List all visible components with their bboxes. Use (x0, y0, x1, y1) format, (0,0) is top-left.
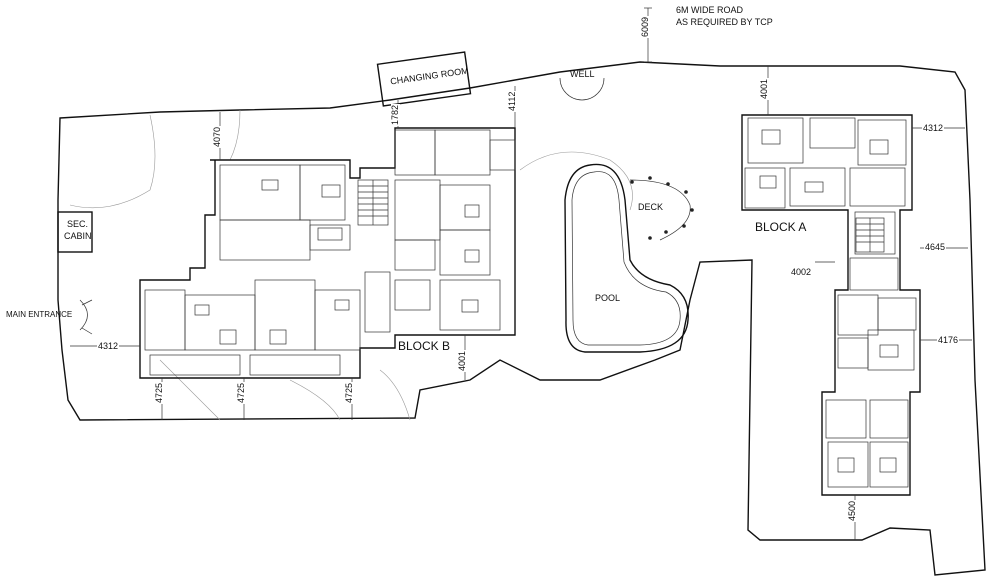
road-label-line2: AS REQUIRED BY TCP (676, 17, 773, 27)
dim-4500: 4500 (847, 499, 857, 522)
dim-4176: 4176 (937, 335, 960, 345)
dimension-lines (70, 7, 972, 540)
dim-4725-a: 4725 (154, 381, 164, 404)
pool-label: POOL (595, 293, 621, 303)
road-width-dimension: 6009 (640, 15, 650, 38)
dim-4312-left: 4312 (97, 341, 120, 351)
dim-4002: 4002 (790, 267, 813, 277)
sec-cabin-label-2: CABIN (64, 231, 92, 241)
dim-4645: 4645 (924, 242, 947, 252)
changing-room-box (376, 51, 472, 107)
well-shape (559, 77, 605, 101)
block-b-plan (139, 127, 516, 379)
block-a-plan (741, 114, 921, 496)
block-b-label: BLOCK B (398, 339, 451, 353)
dim-4001-top: 4001 (759, 77, 769, 100)
dim-4070: 4070 (212, 125, 222, 148)
sec-cabin-label-1: SEC. (67, 219, 89, 229)
block-a-label: BLOCK A (755, 220, 807, 234)
deck-edge (629, 179, 691, 241)
sec-cabin-box (57, 211, 93, 253)
main-entrance-label: MAIN ENTRANCE (6, 310, 73, 319)
site-boundary (57, 61, 986, 576)
dim-1782: 1782 (390, 103, 400, 126)
dim-4112: 4112 (507, 90, 517, 112)
deck-label: DECK (638, 202, 664, 212)
road-label-line1: 6M WIDE ROAD (676, 5, 744, 15)
dim-4312-right: 4312 (922, 123, 945, 133)
dim-4001-b: 4001 (457, 349, 467, 372)
dim-4725-c: 4725 (344, 381, 354, 404)
pool-shape (564, 163, 689, 353)
dim-4725-b: 4725 (236, 381, 246, 404)
well-label: WELL (570, 69, 595, 79)
